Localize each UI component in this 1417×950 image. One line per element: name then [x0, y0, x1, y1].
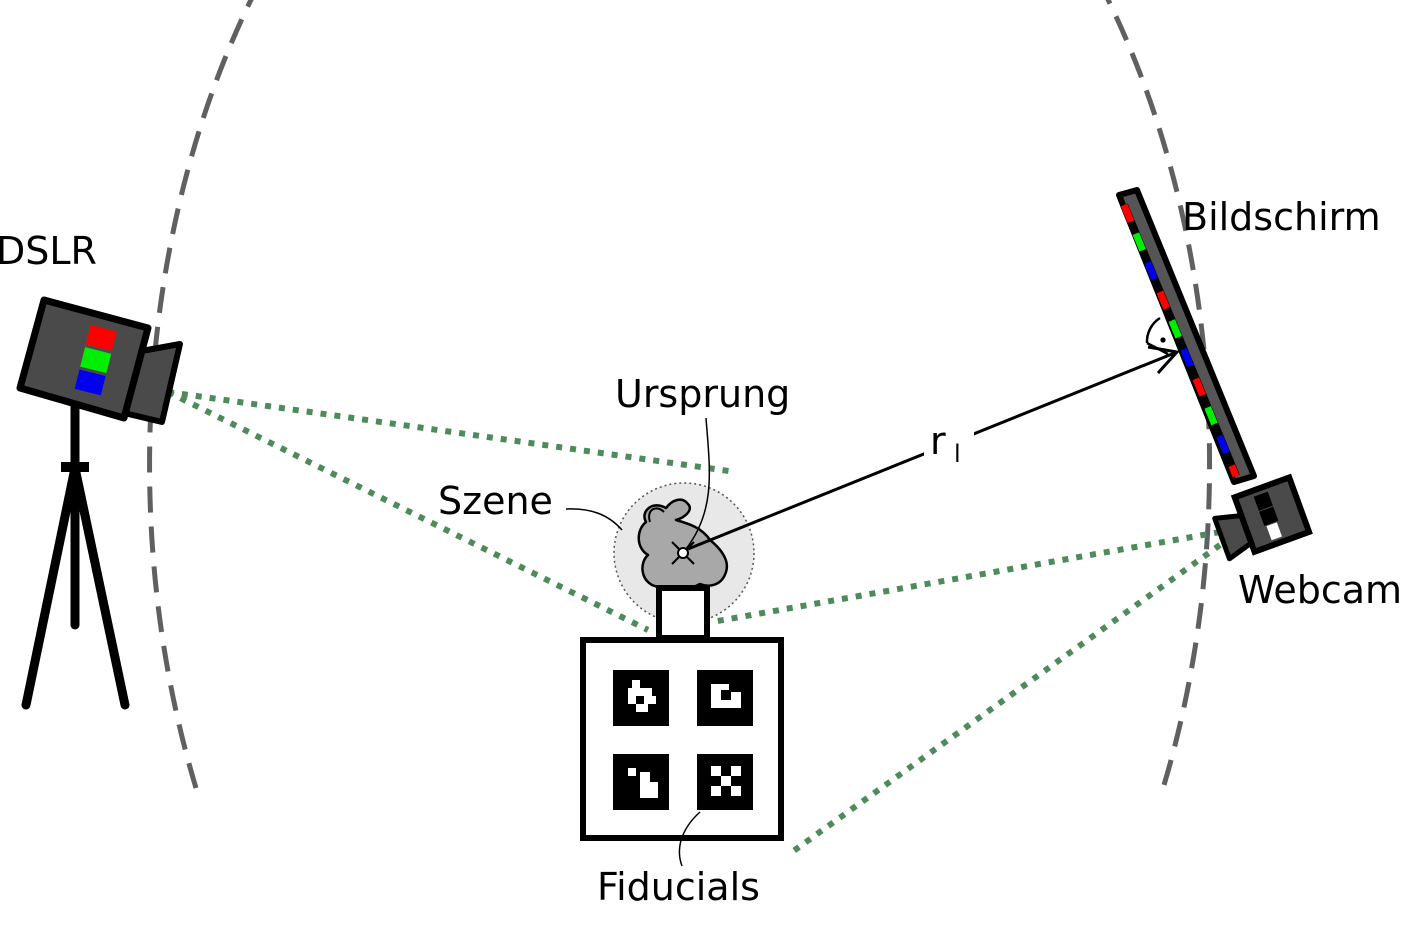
radius-subscript: l [954, 440, 961, 468]
ursprung-label: Ursprung [615, 372, 790, 416]
dslr-sight-line-upper [167, 389, 737, 475]
bildschirm-label: Bildschirm [1182, 195, 1381, 239]
fiducial-marker-4 [697, 754, 753, 810]
dslr-camera [16, 296, 183, 710]
fiducial-marker-2 [697, 670, 753, 726]
dslr-label: DSLR [0, 229, 97, 273]
ursprung-leader [685, 417, 711, 550]
szene-label: Szene [438, 479, 553, 523]
fiducials-label: Fiducials [597, 865, 760, 909]
szene-leader [565, 508, 623, 531]
webcam-label: Webcam [1238, 568, 1402, 612]
dslr-sight-line-lower [166, 389, 650, 633]
radius-label: r [930, 419, 946, 463]
webcam-sight-line-lower [790, 542, 1222, 855]
tripod [21, 387, 130, 710]
right-angle-marker [1145, 316, 1161, 344]
scene [613, 482, 755, 641]
fiducial-board [580, 637, 784, 841]
radius-arrowhead [1147, 345, 1180, 375]
monitor [1116, 187, 1257, 485]
dome-arc [147, 0, 1213, 789]
right-angle-dot [1160, 337, 1166, 343]
bunny [637, 498, 729, 591]
fiducials-leader [678, 811, 701, 867]
fiducial-marker-1 [613, 670, 669, 726]
pedestal [656, 585, 710, 641]
sight-lines [166, 389, 1222, 855]
webcam-sight-line-upper [711, 529, 1221, 625]
bunny-ear [648, 507, 665, 523]
webcam [1212, 473, 1313, 562]
monitor-color-strip-green [1120, 203, 1240, 478]
fiducial-marker-3 [613, 754, 669, 810]
origin-marker [671, 541, 695, 565]
dslr-color-chips [74, 324, 117, 396]
